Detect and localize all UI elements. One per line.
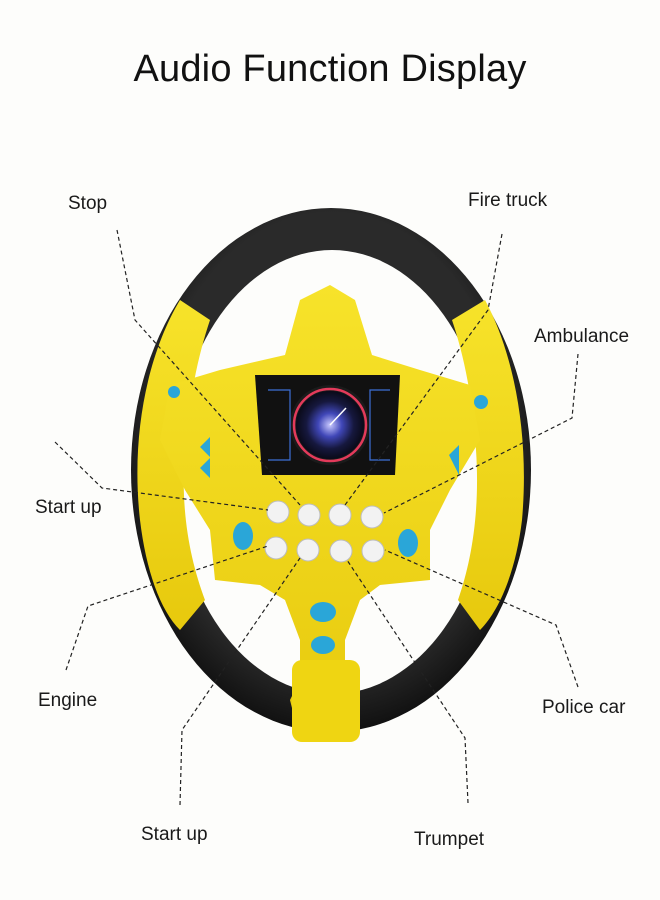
label-start-up-bottom: Start up xyxy=(141,824,208,845)
label-ambulance: Ambulance xyxy=(534,326,630,347)
sound-buttons xyxy=(264,500,385,563)
callout-line-ambulance xyxy=(383,353,579,514)
sound-button-start-up xyxy=(266,500,290,524)
label-fire-truck: Fire truck xyxy=(468,190,548,211)
sound-button-fire-truck xyxy=(328,503,352,527)
callout-line-fire-truck xyxy=(344,233,503,506)
callout-line-engine xyxy=(65,545,269,671)
sound-button-trumpet xyxy=(329,539,353,563)
callout-line-police-car xyxy=(384,549,579,688)
callout-line-start-up-left xyxy=(54,441,269,511)
sound-button-stop xyxy=(297,503,321,527)
page-title: Audio Function Display xyxy=(133,48,527,90)
callout-lines xyxy=(54,229,579,806)
label-trumpet: Trumpet xyxy=(414,829,485,850)
sound-button-police-car xyxy=(361,539,385,563)
label-stop: Stop xyxy=(68,193,108,214)
label-police-car: Police car xyxy=(542,697,626,718)
sound-button-start-up-2 xyxy=(296,538,320,562)
label-engine: Engine xyxy=(38,690,98,711)
sound-button-engine xyxy=(264,536,288,560)
callout-line-stop xyxy=(116,229,301,506)
label-start-up-left: Start up xyxy=(35,497,102,518)
callout-line-trumpet xyxy=(346,559,469,804)
sound-button-ambulance xyxy=(360,505,384,529)
